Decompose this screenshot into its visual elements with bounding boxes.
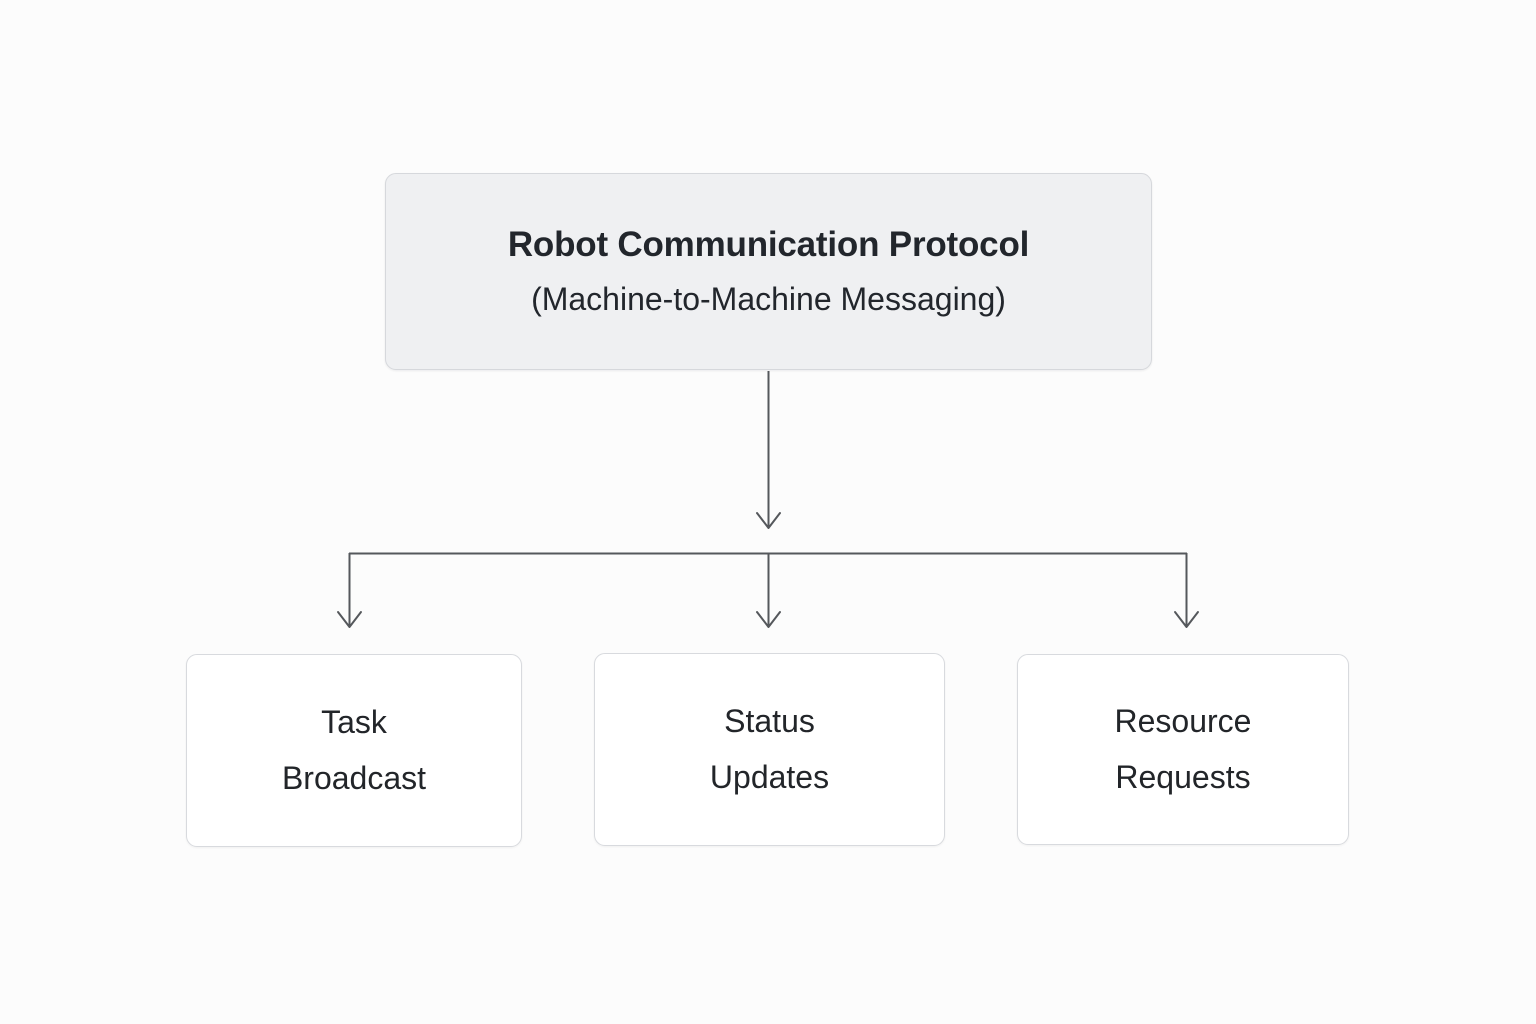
leaf-label-line-2: Requests xyxy=(1115,758,1251,795)
root-node-subtitle: (Machine-to-Machine Messaging) xyxy=(531,281,1006,318)
leaf-node-label: Status Updates xyxy=(696,694,843,804)
leaf-label-line-2: Broadcast xyxy=(281,759,427,796)
leaf-label-line-1: Task xyxy=(321,704,387,741)
leaf-label-line-2: Updates xyxy=(709,758,830,795)
leaf-node-label: Resource Requests xyxy=(1101,694,1266,804)
leaf-node-resource-requests[interactable]: Resource Requests xyxy=(1017,654,1349,845)
branch-arrowhead-icon-2 xyxy=(1174,611,1199,628)
branch-arrowhead-icon-1 xyxy=(756,611,781,628)
root-node[interactable]: Robot Communication Protocol (Machine-to… xyxy=(385,173,1152,370)
leaf-label-line-1: Status xyxy=(724,703,815,740)
leaf-node-label: Task Broadcast xyxy=(268,695,440,805)
branch-bar-connector xyxy=(337,552,1199,628)
leaf-node-task-broadcast[interactable]: Task Broadcast xyxy=(186,654,522,847)
leaf-node-status-updates[interactable]: Status Updates xyxy=(594,653,945,846)
trunk-connector xyxy=(756,371,781,529)
root-node-title: Robot Communication Protocol xyxy=(507,224,1030,264)
leaf-label-line-1: Resource xyxy=(1114,703,1252,740)
trunk-arrowhead-icon xyxy=(756,512,781,529)
branch-arrowhead-icon-0 xyxy=(337,611,362,628)
